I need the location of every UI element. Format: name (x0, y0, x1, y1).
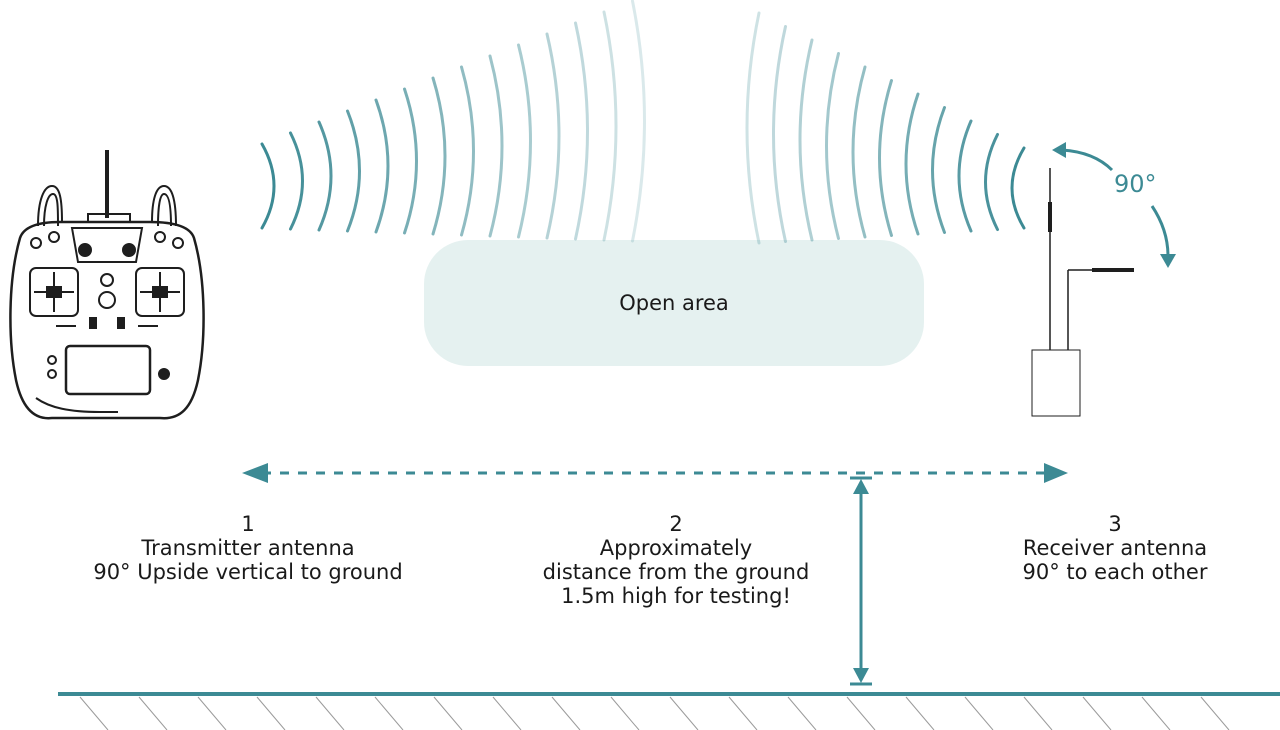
receiver-signal-waves (745, 11, 1026, 245)
ground-hatch-line (138, 696, 168, 730)
signal-wave (984, 133, 999, 231)
signal-wave (460, 65, 475, 237)
signal-wave (772, 25, 787, 243)
receiver-number: 3 (1108, 512, 1122, 536)
signal-wave (289, 131, 304, 231)
distance-line-2: distance from the ground (542, 560, 810, 584)
signal-wave (602, 10, 618, 242)
signal-wave (631, 0, 646, 243)
receiver-icon (1031, 168, 1134, 417)
signal-wave (403, 87, 418, 235)
transmitter-line-2: 90° Upside vertical to ground (93, 560, 403, 584)
ground-hatch-line (610, 696, 640, 730)
signal-wave (878, 79, 893, 237)
angle-label: 90° (1114, 170, 1157, 198)
ground-hatch-line (1082, 696, 1112, 730)
angle-arrow (1052, 142, 1176, 268)
transmitter-icon (9, 150, 205, 420)
ground-hatch-line (728, 696, 758, 730)
signal-wave (904, 92, 920, 236)
signal-wave (346, 109, 361, 233)
receiver-label: 3 Receiver antenna 90° to each other (960, 512, 1270, 584)
receiver-line-2: 90° to each other (1022, 560, 1208, 584)
ground-hatch-line (315, 696, 345, 730)
signal-wave (374, 98, 390, 234)
open-area-box (424, 240, 924, 366)
distance-line-1: Approximately (599, 536, 753, 560)
signal-wave (1010, 146, 1026, 230)
ground-hatch-line (433, 696, 463, 730)
distance-line-3: 1.5m high for testing! (561, 584, 791, 608)
signal-wave (957, 119, 973, 233)
transmitter-signal-waves (260, 0, 646, 243)
height-arrow (850, 476, 872, 686)
ground-hatch-line (492, 696, 522, 730)
signal-wave (317, 120, 333, 232)
open-area-label: Open area (619, 291, 729, 315)
ground-hatch-line (846, 696, 876, 730)
ground-hatch-line (197, 696, 227, 730)
signal-wave (574, 21, 589, 241)
ground-hatch-line (79, 696, 109, 730)
signal-wave (851, 65, 867, 239)
signal-wave (488, 54, 504, 238)
distance-label: 2 Approximately distance from the ground… (476, 512, 876, 608)
ground-hatch-line (1200, 696, 1230, 730)
ground-hatching (79, 696, 1230, 730)
horizontal-distance-arrow (242, 463, 1068, 483)
ground-hatch-line (964, 696, 994, 730)
ground-hatch-line (374, 696, 404, 730)
signal-wave (931, 106, 946, 234)
transmitter-label: 1 Transmitter antenna 90° Upside vertica… (38, 512, 458, 584)
ground-hatch-line (256, 696, 286, 730)
signal-wave (260, 142, 276, 230)
ground-hatch-line (1141, 696, 1171, 730)
ground-hatch-line (787, 696, 817, 730)
transmitter-line-1: Transmitter antenna (141, 536, 355, 560)
signal-wave (745, 11, 761, 245)
ground-hatch-line (1023, 696, 1053, 730)
signal-wave (545, 32, 561, 240)
signal-wave (431, 76, 447, 236)
ground-hatch-line (905, 696, 935, 730)
signal-wave (798, 38, 814, 242)
ground-hatch-line (551, 696, 581, 730)
signal-wave (517, 43, 532, 239)
receiver-line-1: Receiver antenna (1022, 536, 1208, 560)
signal-wave (825, 52, 840, 240)
transmitter-number: 1 (241, 512, 255, 536)
distance-number: 2 (669, 512, 683, 536)
ground-hatch-line (669, 696, 699, 730)
